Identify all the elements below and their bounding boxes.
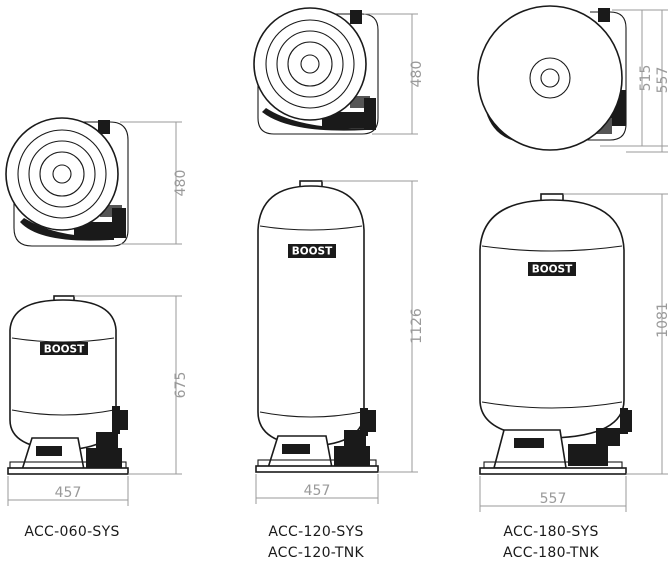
medium-top-depth-label: 480 (409, 61, 425, 88)
large-top-depth-inner-label: 515 (638, 65, 654, 92)
small-width-label: 457 (55, 485, 82, 501)
small-front-dimensions: 675 457 (7, 295, 189, 506)
medium-width-label: 457 (304, 483, 331, 499)
medium-brand-label: BOOST (292, 246, 333, 258)
small-top-depth-label: 480 (173, 170, 189, 197)
medium-front-dimensions: 1126 457 (255, 180, 425, 504)
medium-model-label-2: ACC-120-TNK (268, 545, 364, 561)
medium-height-label: 1126 (409, 308, 425, 344)
small-top-view (5, 117, 129, 247)
medium-top-dimension: 480 (364, 13, 425, 135)
large-top-dimensions: 515 557 (600, 9, 669, 153)
small-brand-label: BOOST (44, 344, 85, 356)
medium-top-view (253, 7, 379, 135)
large-model-label-1: ACC-180-SYS (503, 524, 598, 540)
large-top-view (477, 5, 627, 151)
small-top-dimension: 480 (120, 121, 189, 245)
large-model-label-2: ACC-180-TNK (503, 545, 599, 561)
medium-model-label-1: ACC-120-SYS (268, 524, 363, 540)
small-model-label: ACC-060-SYS (24, 524, 119, 540)
small-front-view: BOOST (7, 295, 129, 475)
medium-front-view: BOOST (255, 180, 379, 473)
large-top-depth-outer-label: 557 (655, 67, 669, 94)
large-front-view: BOOST (479, 193, 632, 475)
large-height-label: 1081 (655, 302, 669, 338)
large-width-label: 557 (540, 491, 567, 507)
small-height-label: 675 (173, 372, 189, 399)
large-brand-label: BOOST (532, 264, 573, 276)
large-front-dimensions: 1081 557 (479, 193, 669, 512)
